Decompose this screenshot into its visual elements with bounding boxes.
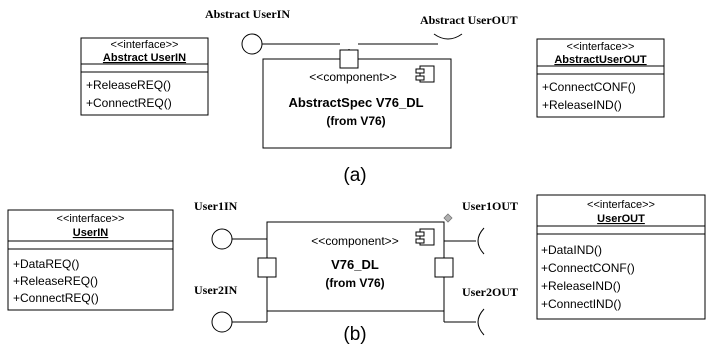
component-stereotype: <<component>> (311, 234, 398, 248)
port-label-user1in: User1IN (194, 199, 238, 213)
interface-operation: +ConnectIND() (541, 297, 621, 311)
component-v76-dl: <<component>> V76_DL (from V76) (211, 213, 485, 336)
required-interface-socket-icon (477, 227, 485, 255)
interface-operation: +ConnectREQ() (86, 96, 172, 110)
component-from: (from V76) (325, 276, 384, 290)
provided-interface-lollipop-icon (241, 33, 263, 55)
interface-operation: +ReleaseIND() (542, 98, 622, 112)
interface-name: Abstract UserIN (103, 52, 186, 64)
interface-name: AbstractUserOUT (554, 54, 647, 66)
interface-operation: +DataIND() (541, 243, 602, 257)
component-stereotype: <<component>> (309, 70, 396, 84)
interface-name: UserIN (73, 227, 109, 239)
component-name: V76_DL (331, 257, 379, 272)
interface-stereotype: <<interface>> (567, 41, 635, 53)
interface-operation: +DataREQ() (13, 257, 79, 271)
interface-operation: +ReleaseIND() (541, 279, 621, 293)
interface-stereotype: <<interface>> (587, 199, 655, 211)
port-label-abstract-userin: Abstract UserIN (205, 7, 290, 21)
interface-abstract-userin: <<interface>> Abstract UserIN +ReleaseRE… (80, 37, 209, 116)
interface-stereotype: <<interface>> (57, 213, 125, 225)
port-label-user2out: User2OUT (462, 285, 518, 299)
interface-operation: +ConnectCONF() (542, 80, 636, 94)
component-icon (415, 65, 435, 83)
port-label-user2in: User2IN (194, 283, 238, 297)
interface-operation: +ReleaseREQ() (13, 274, 98, 288)
caption-b: (b) (343, 324, 366, 345)
provided-interface-lollipop-icon (211, 311, 233, 333)
interface-operation: +ConnectREQ() (13, 291, 99, 305)
component-icon (415, 228, 435, 246)
interface-abstractuserout: <<interface>> AbstractUserOUT +ConnectCO… (536, 38, 665, 118)
component-name: AbstractSpec V76_DL (288, 95, 423, 110)
interface-userin: <<interface>> UserIN +DataREQ() +Release… (7, 209, 174, 311)
interface-operation: +ConnectCONF() (541, 261, 635, 275)
interface-operation: +ReleaseREQ() (86, 78, 171, 92)
required-interface-socket-icon (433, 33, 463, 40)
component-from: (from V76) (326, 114, 385, 128)
interface-userout: <<interface>> UserOUT +DataIND() +Connec… (536, 194, 706, 320)
port-label-user1out: User1OUT (462, 199, 518, 213)
interface-name: UserOUT (597, 213, 645, 225)
component-port (257, 257, 277, 278)
interface-stereotype: <<interface>> (111, 39, 179, 51)
required-interface-socket-icon (477, 308, 485, 336)
caption-a: (a) (343, 165, 366, 186)
component-port (434, 257, 454, 278)
provided-interface-lollipop-icon (211, 228, 233, 250)
port-label-abstract-userout: Abstract UserOUT (420, 13, 518, 27)
component-abstractspec-v76-dl: <<component>> AbstractSpec V76_DL (from … (241, 33, 463, 149)
selection-handle-icon (443, 213, 453, 223)
